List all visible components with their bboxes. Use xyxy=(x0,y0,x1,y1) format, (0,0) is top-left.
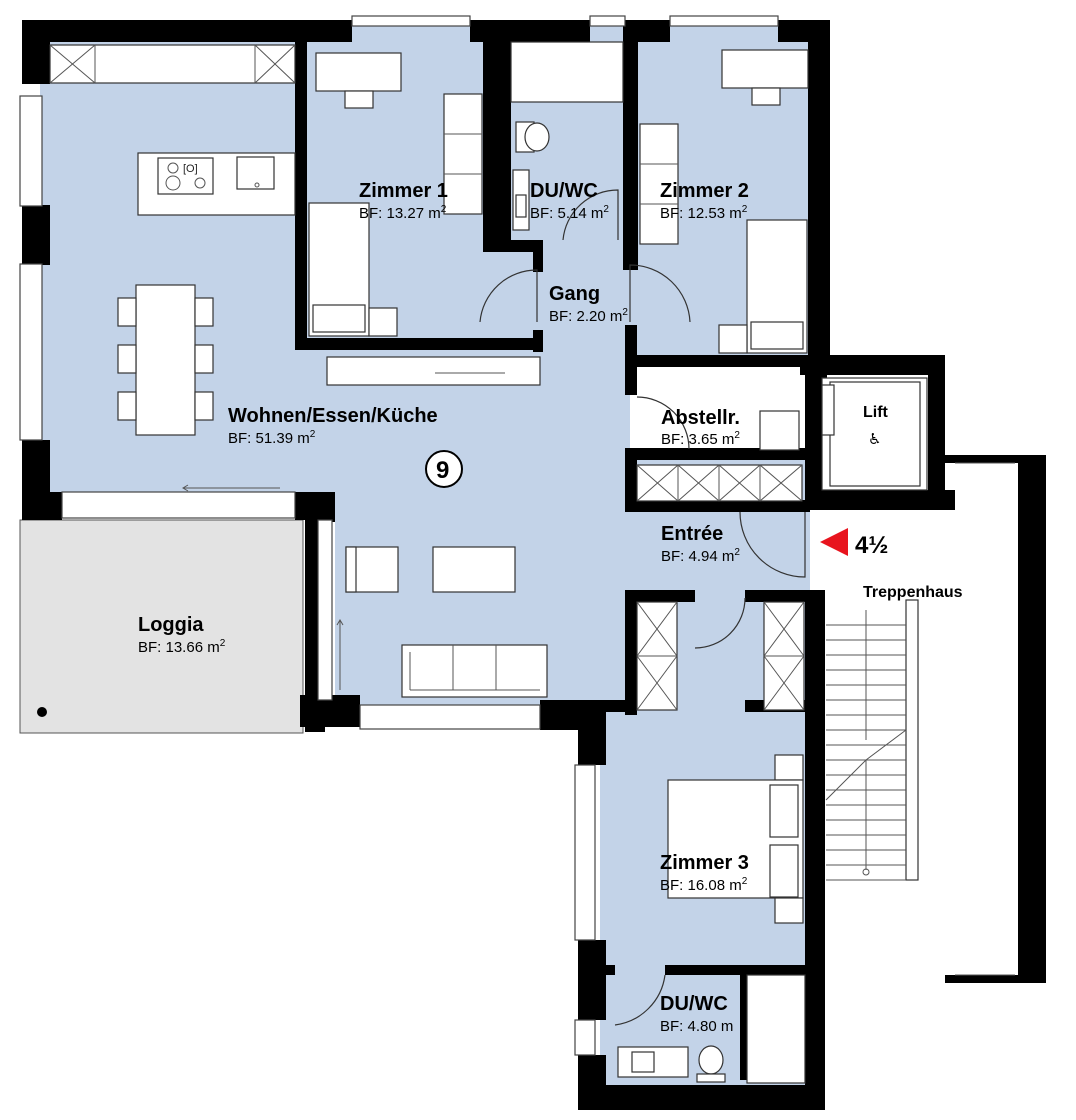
room-area-loggia: BF: 13.66 m2 xyxy=(138,638,226,656)
room-name-abstell: Abstellr. xyxy=(661,407,740,429)
room-area-zimmer3: BF: 16.08 m2 xyxy=(660,876,748,894)
loggia-floor xyxy=(19,519,304,734)
accessibility-icon: ♿ xyxy=(868,430,881,448)
dining-table xyxy=(117,284,214,436)
room-area-zimmer1: BF: 13.27 m2 xyxy=(359,204,447,222)
entrance-marker-icon xyxy=(820,528,848,556)
room-area-abstell: BF: 3.65 m2 xyxy=(661,430,740,448)
unit-number-circle xyxy=(425,450,463,488)
lift-label: Lift xyxy=(863,404,889,421)
abstell-cabinet xyxy=(759,410,800,451)
room-name-zimmer1: Zimmer 1 xyxy=(359,180,448,202)
room-name-wohnen: Wohnen/Essen/Küche xyxy=(228,405,438,427)
door-swings xyxy=(479,189,806,1026)
room-name-entree: Entrée xyxy=(661,523,723,545)
stairwell: Treppenhaus xyxy=(825,455,1046,983)
loggia-drain xyxy=(37,707,47,717)
unit-number: 9 xyxy=(436,457,449,484)
room-name-loggia: Loggia xyxy=(138,614,204,636)
walls xyxy=(22,20,955,1110)
cooktop xyxy=(157,157,214,195)
bathroom1-furniture xyxy=(510,41,624,231)
stairwell-label: Treppenhaus xyxy=(863,584,963,601)
room-area-duwc2: BF: 4.80 m xyxy=(660,1018,733,1035)
room-area-entree: BF: 4.94 m2 xyxy=(661,547,740,565)
living-furniture xyxy=(345,546,548,698)
room-count: 4½ xyxy=(855,532,888,559)
zimmer3-furniture xyxy=(667,754,804,924)
room-name-zimmer3: Zimmer 3 xyxy=(660,852,749,874)
windows xyxy=(19,15,779,1056)
room-name-duwc2: DU/WC xyxy=(660,993,728,1015)
room-area-wohnen: BF: 51.39 m2 xyxy=(228,429,316,447)
bathroom2-furniture xyxy=(617,974,806,1084)
hallway-wardrobes xyxy=(636,601,805,711)
room-name-duwc1: DU/WC xyxy=(530,180,598,202)
room-labels: Zimmer 1 BF: 13.27 m2 DU/WC BF: 5.14 m2 … xyxy=(138,180,749,1035)
room-name-zimmer2: Zimmer 2 xyxy=(660,180,749,202)
zimmer1-furniture xyxy=(308,52,483,337)
sideboard xyxy=(326,356,541,386)
cooktop-label: [O] xyxy=(183,163,198,175)
kitchen: [O] xyxy=(137,152,296,216)
room-name-gang: Gang xyxy=(549,283,600,305)
room-area-zimmer2: BF: 12.53 m2 xyxy=(660,204,748,222)
room-area-gang: BF: 2.20 m2 xyxy=(549,307,628,325)
kitchen-upper-cabinets xyxy=(49,44,296,84)
lift: Lift ♿ xyxy=(821,377,928,491)
room-area-duwc1: BF: 5.14 m2 xyxy=(530,204,609,222)
entree-wardrobe xyxy=(636,464,803,502)
zimmer2-furniture xyxy=(639,49,809,354)
